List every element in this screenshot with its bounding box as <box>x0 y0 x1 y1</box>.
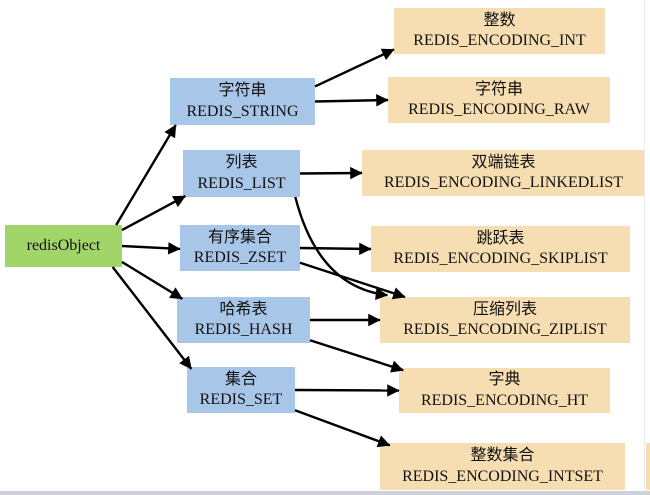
node-label-en: REDIS_HASH <box>194 321 293 338</box>
node-encoding-raw: 字符串 REDIS_ENCODING_RAW <box>388 77 610 123</box>
edge-root-to-list <box>121 195 186 232</box>
node-label-cn: 字符串 <box>474 80 523 98</box>
node-label-en: REDIS_ENCODING_INT <box>413 32 586 49</box>
node-label-en: REDIS_LIST <box>197 174 286 192</box>
node-label-cn: 有序集合 <box>207 228 272 246</box>
edge-root-to-zset <box>121 242 181 255</box>
node-label-cn: 哈希表 <box>219 300 268 318</box>
right-edge-sliver <box>646 443 650 490</box>
node-label-cn: 双端链表 <box>471 153 536 171</box>
node-label-cn: 集合 <box>224 370 257 388</box>
node-label-en: REDIS_STRING <box>186 102 299 120</box>
node-redis-set: 集合 REDIS_SET <box>187 367 295 413</box>
node-label-en: REDIS_ENCODING_INTSET <box>402 467 603 485</box>
edge-hash-to-ht <box>309 339 404 373</box>
node-label-en: REDIS_ENCODING_SKIPLIST <box>393 250 608 267</box>
node-label-cn: 跳跃表 <box>476 229 525 247</box>
node-label-en: REDIS_ENCODING_LINKEDLIST <box>383 174 624 191</box>
node-redis-list: 列表 REDIS_LIST <box>183 150 300 197</box>
right-edge-line <box>644 0 645 491</box>
node-label-en: REDIS_ENCODING_HT <box>420 391 589 409</box>
edge-root-to-hash <box>121 260 183 300</box>
node-label: redisObject <box>26 236 101 254</box>
node-encoding-ht: 字典 REDIS_ENCODING_HT <box>399 368 610 413</box>
node-encoding-intset: 整数集合 REDIS_ENCODING_INTSET <box>380 443 625 490</box>
node-label-cn: 整数 <box>483 11 516 29</box>
node-label-en: REDIS_ENCODING_RAW <box>408 101 590 118</box>
node-label-en: REDIS_ZSET <box>193 249 287 266</box>
edge-zset-to-skiplist <box>299 242 372 256</box>
bottom-edge-bar <box>0 491 650 495</box>
edge-string-to-int <box>314 48 395 88</box>
node-redis-zset: 有序集合 REDIS_ZSET <box>180 225 300 271</box>
node-label-en: REDIS_ENCODING_ZIPLIST <box>403 321 607 338</box>
edge-list-to-linkedlist <box>299 166 363 180</box>
node-label-cn: 压缩列表 <box>472 300 537 318</box>
edge-set-to-intset <box>294 409 391 448</box>
node-redis-string: 字符串 REDIS_STRING <box>170 78 315 125</box>
edge-set-to-ht <box>294 384 400 397</box>
node-label-cn: 字符串 <box>218 82 267 100</box>
node-label-cn: 列表 <box>225 154 258 172</box>
node-redis-hash: 哈希表 REDIS_HASH <box>177 297 310 343</box>
node-label-cn: 整数集合 <box>470 447 535 465</box>
node-encoding-linkedlist: 双端链表 REDIS_ENCODING_LINKEDLIST <box>362 150 645 196</box>
node-redis-object: redisObject <box>5 225 122 267</box>
node-label-en: REDIS_SET <box>199 391 283 408</box>
node-label-cn: 字典 <box>488 371 521 389</box>
node-encoding-skiplist: 跳跃表 REDIS_ENCODING_SKIPLIST <box>371 226 630 272</box>
node-encoding-ziplist: 压缩列表 REDIS_ENCODING_ZIPLIST <box>380 297 630 343</box>
edge-root-to-string <box>115 124 177 226</box>
node-encoding-int: 整数 REDIS_ENCODING_INT <box>394 8 605 54</box>
edge-string-to-raw <box>314 94 389 107</box>
